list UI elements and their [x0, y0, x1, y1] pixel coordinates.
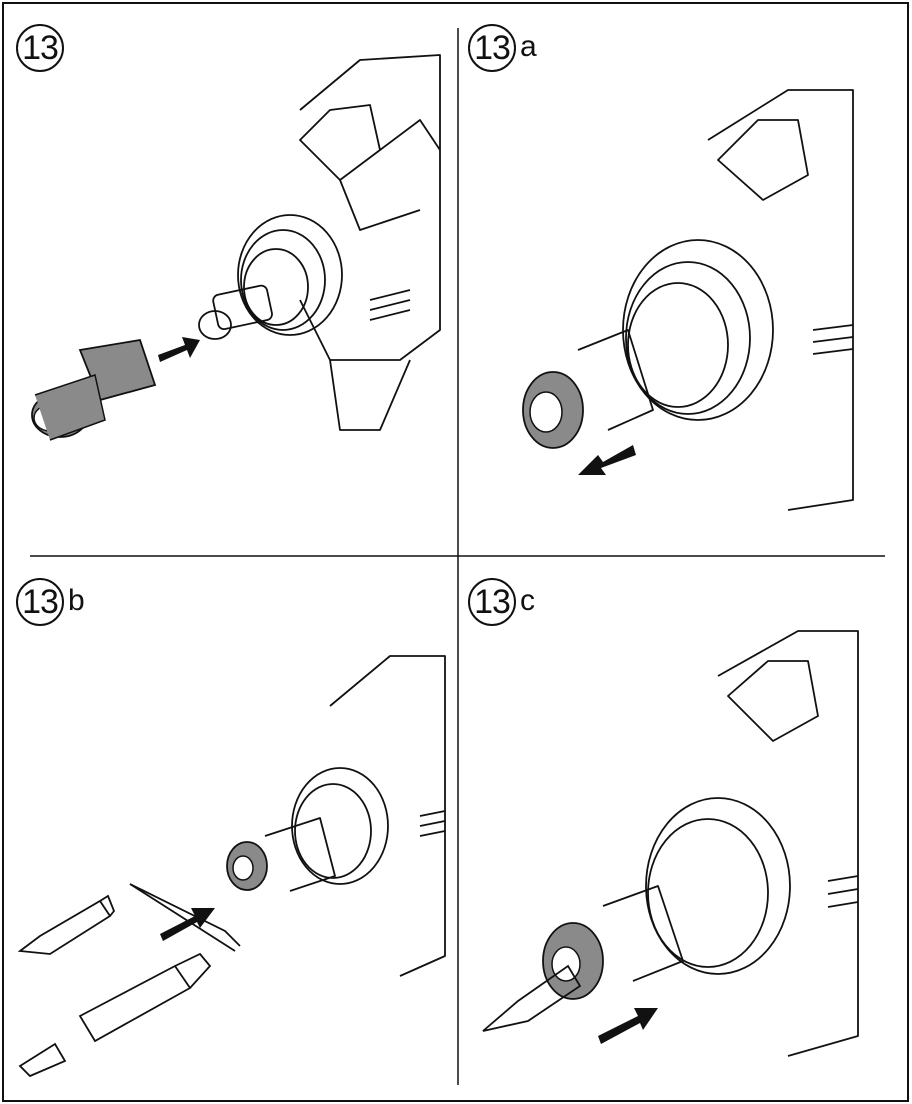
direction-arrow-icon — [160, 908, 215, 941]
panel-13a: 13 a — [458, 0, 912, 556]
step-suffix: a — [520, 30, 537, 63]
step-number-badge: 13 — [16, 578, 64, 626]
panel-13: 13 — [0, 0, 458, 556]
direction-arrow-icon — [598, 1008, 658, 1044]
direction-arrow-icon — [578, 445, 636, 475]
step-number-badge: 13 — [468, 24, 516, 72]
step-number-badge: 13 — [16, 24, 64, 72]
step-suffix: c — [520, 584, 535, 617]
screwdriver-bit-icon — [482, 964, 582, 1032]
socket-adapter-icon — [31, 338, 157, 441]
direction-arrow-icon — [158, 337, 200, 362]
impact-driver-icon — [542, 630, 859, 1057]
impact-driver-icon — [522, 89, 854, 511]
step-suffix: b — [68, 584, 85, 617]
step-number-badge: 13 — [468, 578, 516, 626]
impact-driver-icon — [198, 54, 441, 431]
panel-13c: 13 c — [458, 556, 912, 1104]
impact-driver-icon — [226, 655, 446, 977]
panel-13b: 13 b — [0, 556, 458, 1104]
bit-holder-icon — [18, 952, 212, 1078]
screwdriver-bit-icon — [17, 883, 241, 955]
